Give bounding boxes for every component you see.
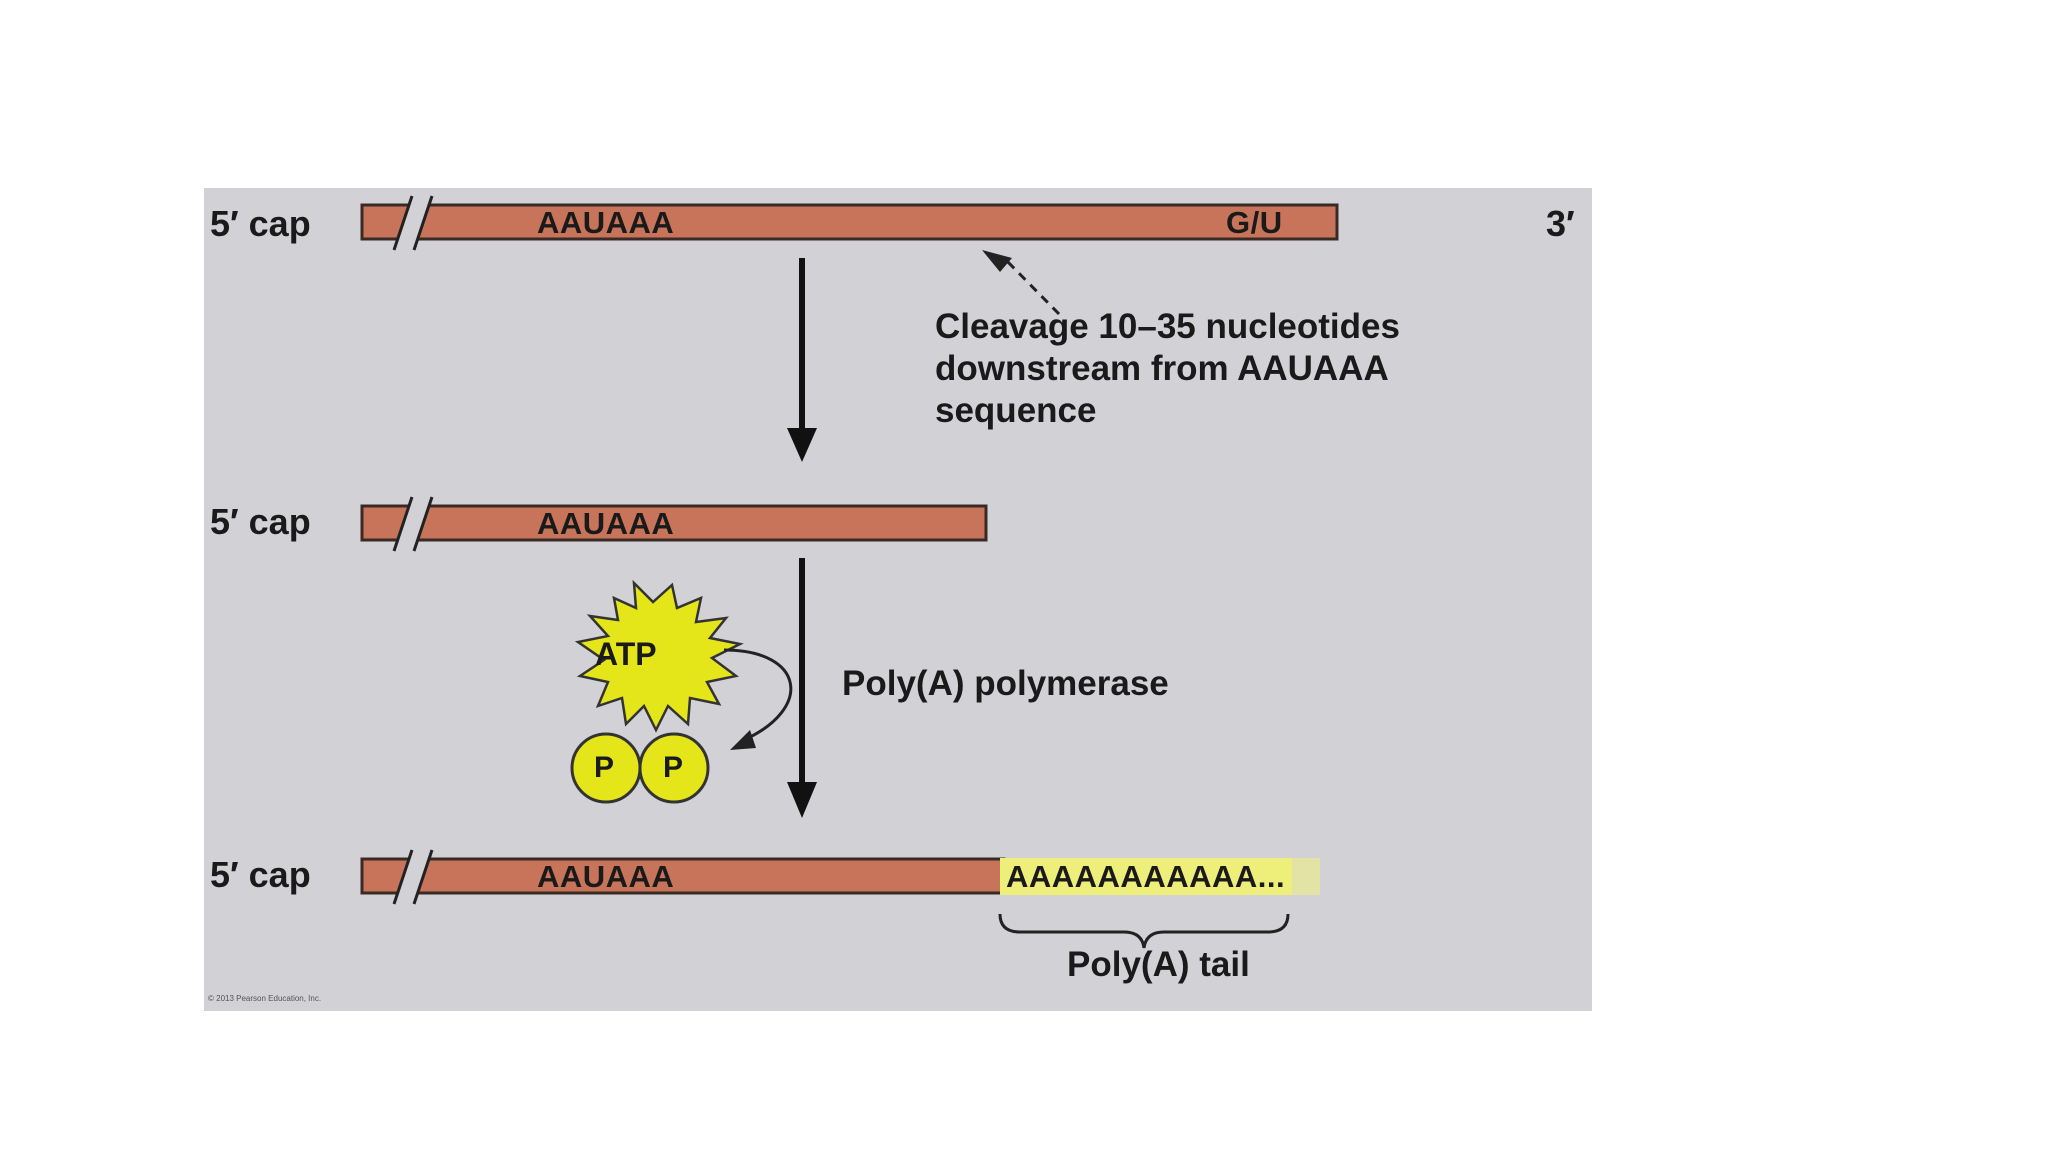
cleavage-note-line2: downstream from AAUAAA [935, 349, 1389, 388]
cleavage-note-line3: sequence [935, 391, 1097, 430]
break-mark-3a [392, 849, 414, 905]
phosphate-label-2: P [663, 751, 684, 784]
enzyme-label: Poly(A) polymerase [842, 664, 1169, 703]
break-mark-1a [392, 195, 414, 251]
pre-mrna-strand [360, 195, 1339, 251]
phosphate-label-1: P [594, 751, 615, 784]
step-arrow-2-head [787, 782, 817, 818]
hydrolysis-arrow [723, 648, 793, 750]
cleavage-note: Cleavage 10–35 nucleotides downstream fr… [935, 306, 1400, 432]
break-gap-2 [396, 499, 430, 549]
phosphate-circle-2-icon [638, 732, 710, 804]
break-gap-1 [396, 198, 430, 248]
hydrolysis-arrowhead [730, 730, 756, 750]
diagram-figure: 5′ cap AAUAAA G/U 3′ Cleavage 10–35 nucl… [204, 188, 1592, 1011]
row1-gu-element: G/U [1226, 205, 1283, 240]
row3-signal-sequence: AAUAAA [537, 859, 675, 894]
cleavage-note-line1: Cleavage 10–35 nucleotides [935, 307, 1400, 346]
poly-a-tail-label: Poly(A) tail [1067, 945, 1250, 984]
cleaved-mrna-strand [360, 496, 988, 552]
break-mark-1b [412, 195, 434, 251]
poly-a-brace [998, 913, 1290, 949]
break-mark-3b [412, 849, 434, 905]
break-mark-2b [412, 496, 434, 552]
row1-cap-label: 5′ cap [210, 203, 311, 244]
polyadenylated-mrna-strand [360, 849, 1320, 905]
step-arrow-1-head [787, 428, 817, 462]
poly-a-tail-fade [1292, 858, 1320, 895]
cleavage-dashed-line [1002, 256, 1061, 316]
polyadenylated-mrna-bar [360, 857, 1006, 895]
cleaved-mrna-bar [360, 504, 988, 542]
step-arrow-1 [787, 258, 817, 462]
poly-a-tail-bar [1000, 858, 1292, 895]
row1-3prime-label: 3′ [1546, 203, 1575, 244]
row1-signal-sequence: AAUAAA [537, 205, 675, 240]
pre-mrna-bar [360, 203, 1339, 241]
break-gap-3 [396, 852, 430, 902]
row2-signal-sequence: AAUAAA [537, 506, 675, 541]
break-mark-2a [392, 496, 414, 552]
atp-starburst-icon [574, 579, 744, 733]
diagram-graphics [360, 195, 1339, 949]
hydrolysis-arrow-curve [723, 648, 793, 742]
copyright-credit: © 2013 Pearson Education, Inc. [208, 994, 322, 1003]
row2-cap-label: 5′ cap [210, 501, 311, 542]
cleavage-arrowhead [982, 250, 1012, 272]
cleavage-pointer [982, 250, 1061, 316]
atp-label: ATP [595, 636, 657, 672]
row3-cap-label: 5′ cap [210, 854, 311, 895]
poly-a-sequence: AAAAAAAAAAA... [1006, 859, 1286, 894]
step-arrow-2 [787, 558, 817, 818]
